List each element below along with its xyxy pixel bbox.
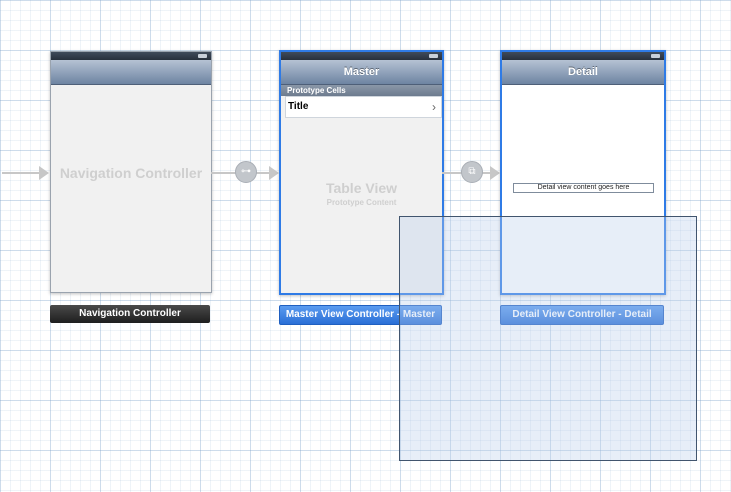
master-nav-title: Master (343, 66, 380, 78)
navigation-controller-placeholder-title: Navigation Controller (59, 165, 203, 181)
prototype-cell[interactable]: Title › (285, 96, 442, 118)
detail-nav-title: Detail (568, 66, 598, 78)
battery-icon (651, 54, 660, 58)
selection-rectangle (399, 216, 697, 461)
status-bar (51, 52, 211, 60)
navigation-controller-dock-label[interactable]: Navigation Controller (50, 305, 210, 323)
push-segue-icon[interactable]: ⧉ (461, 161, 483, 183)
prototype-cells-header: Prototype Cells (281, 85, 442, 96)
relationship-segue-arrowhead (269, 166, 279, 180)
detail-content-label[interactable]: Detail view content goes here (513, 183, 654, 193)
navigation-bar (51, 60, 211, 85)
initial-scene-arrowhead (39, 166, 49, 180)
disclosure-chevron-icon: › (432, 100, 436, 114)
master-view-controller-dock-label[interactable]: Master View Controller - Master (279, 305, 442, 325)
battery-icon (429, 54, 438, 58)
status-bar (281, 52, 442, 60)
relationship-segue-icon[interactable]: ⊶ (235, 161, 257, 183)
battery-icon (198, 54, 207, 58)
initial-scene-arrow (2, 172, 40, 174)
navigation-controller-scene[interactable]: Navigation Controller (50, 51, 212, 293)
detail-view-controller-dock-label[interactable]: Detail View Controller - Detail (500, 305, 664, 325)
navigation-bar: Master (281, 60, 442, 85)
detail-scene[interactable]: Detail Detail view content goes here (500, 50, 666, 295)
cell-title: Title (288, 101, 309, 112)
navigation-bar: Detail (502, 60, 664, 85)
push-segue-arrowhead (490, 166, 500, 180)
table-view-subtitle: Prototype Content (326, 198, 397, 207)
table-view-title: Table View (325, 180, 398, 196)
status-bar (502, 52, 664, 60)
master-scene[interactable]: Master Prototype Cells Title › Table Vie… (279, 50, 444, 295)
